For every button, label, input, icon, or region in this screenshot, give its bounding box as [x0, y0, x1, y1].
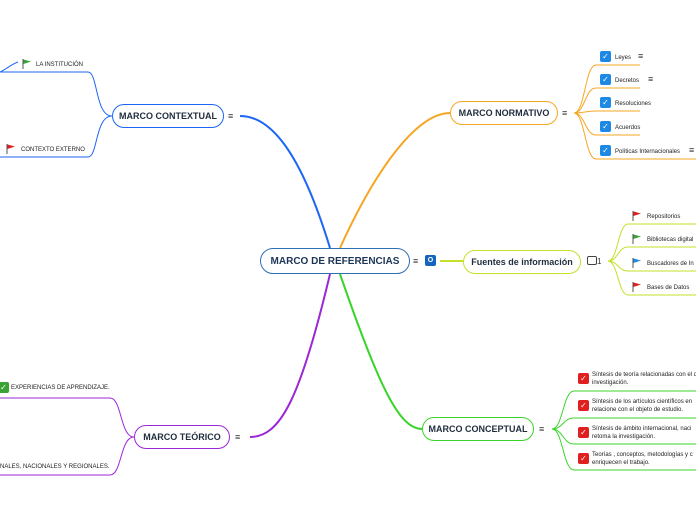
leaf-bibliotecas-digitales[interactable]: Bibliotecas digital — [647, 237, 694, 243]
checkbox-checked-icon[interactable]: ✓ — [600, 51, 611, 62]
contextual-menu-icon[interactable]: ≡ — [228, 111, 234, 121]
checkbox-checked-icon[interactable]: ✓ — [578, 453, 589, 464]
leaf-teorias-conceptos[interactable]: Teorías , conceptos, metodologías y c en… — [592, 452, 693, 466]
leaf-resoluciones[interactable]: Resoluciones — [615, 101, 652, 107]
central-menu-icon[interactable]: ≡ — [413, 256, 419, 266]
leaf-decretos[interactable]: Decretos — [615, 78, 640, 84]
flag-icon — [632, 234, 641, 244]
leaf-acuerdos[interactable]: Acuerdos — [615, 125, 641, 131]
branch-fuentes-de-informacion[interactable]: Fuentes de información — [463, 250, 581, 274]
checkbox-checked-icon[interactable]: ✓ — [600, 74, 611, 85]
checkbox-checked-icon[interactable]: ✓ — [600, 145, 611, 156]
leaf-politicas-internacionales[interactable]: Políticas Internacionales — [615, 149, 681, 155]
connector-conceptual — [339, 273, 423, 430]
leaf-sintesis-articulos[interactable]: Síntesis de los artículos científicos en… — [592, 399, 693, 413]
checkbox-checked-icon[interactable]: ✓ — [0, 382, 9, 393]
flag-icon — [632, 211, 641, 221]
normativo-menu-icon[interactable]: ≡ — [562, 108, 568, 118]
leaf-leyes[interactable]: Leyes — [615, 55, 632, 61]
flag-icon — [22, 59, 31, 69]
flag-icon — [632, 258, 641, 268]
politicas-menu-icon[interactable]: ≡ — [689, 145, 695, 155]
leaf-experiencias-de-aprendizaje[interactable]: EXPERIENCIAS DE APRENDIZAJE. — [11, 385, 110, 391]
checkbox-checked-icon[interactable]: ✓ — [578, 373, 589, 384]
connector-contextual — [239, 115, 331, 249]
checkbox-checked-icon[interactable]: ✓ — [578, 427, 589, 438]
checkbox-checked-icon[interactable]: ✓ — [578, 400, 589, 411]
leaf-sintesis-ambito[interactable]: Síntesis de ámbito internacional, naci r… — [592, 426, 692, 440]
outlook-icon[interactable]: O — [425, 255, 436, 266]
connector-normativo — [339, 112, 451, 249]
leyes-menu-icon[interactable]: ≡ — [638, 51, 644, 61]
comment-icon[interactable] — [587, 256, 597, 265]
checkbox-checked-icon[interactable]: ✓ — [600, 121, 611, 132]
connector-conceptual-children — [551, 390, 696, 471]
branch-marco-contextual[interactable]: MARCO CONTEXTUAL — [112, 104, 224, 128]
leaf-repositorios[interactable]: Repositorios — [647, 214, 681, 220]
comment-count: 1 — [597, 257, 602, 266]
central-topic[interactable]: MARCO DE REFERENCIAS — [260, 248, 410, 274]
leaf-bases-de-datos[interactable]: Bases de Datos — [647, 285, 690, 291]
branch-marco-conceptual[interactable]: MARCO CONCEPTUAL — [422, 417, 534, 441]
checkbox-checked-icon[interactable]: ✓ — [600, 97, 611, 108]
connector-teorico-children — [0, 397, 135, 476]
leaf-contexto-externo[interactable]: CONTEXTO EXTERNO — [21, 147, 85, 153]
conceptual-menu-icon[interactable]: ≡ — [539, 424, 545, 434]
leaf-internacionales-nacionales-regionales[interactable]: NALES, NACIONALES Y REGIONALES. — [0, 464, 110, 470]
connector-fuentes-children — [607, 223, 696, 296]
connector-contextual-children — [0, 71, 113, 158]
branch-marco-teorico[interactable]: MARCO TEÓRICO — [134, 425, 230, 449]
leaf-buscadores[interactable]: Buscadores de In — [647, 261, 694, 267]
decretos-menu-icon[interactable]: ≡ — [648, 74, 654, 84]
leaf-la-institucion[interactable]: LA INSTITUCIÓN — [36, 62, 84, 68]
connector-teorico — [249, 273, 331, 438]
connector-normativo-children — [573, 64, 696, 160]
leaf-sintesis-teoria[interactable]: Síntesis de teoría relacionadas con el d… — [592, 372, 696, 386]
flag-icon — [632, 282, 641, 292]
teorico-menu-icon[interactable]: ≡ — [235, 432, 241, 442]
connector-contextual-extra — [0, 61, 19, 73]
branch-marco-normativo[interactable]: MARCO NORMATIVO — [450, 101, 558, 125]
flag-icon — [6, 144, 15, 154]
